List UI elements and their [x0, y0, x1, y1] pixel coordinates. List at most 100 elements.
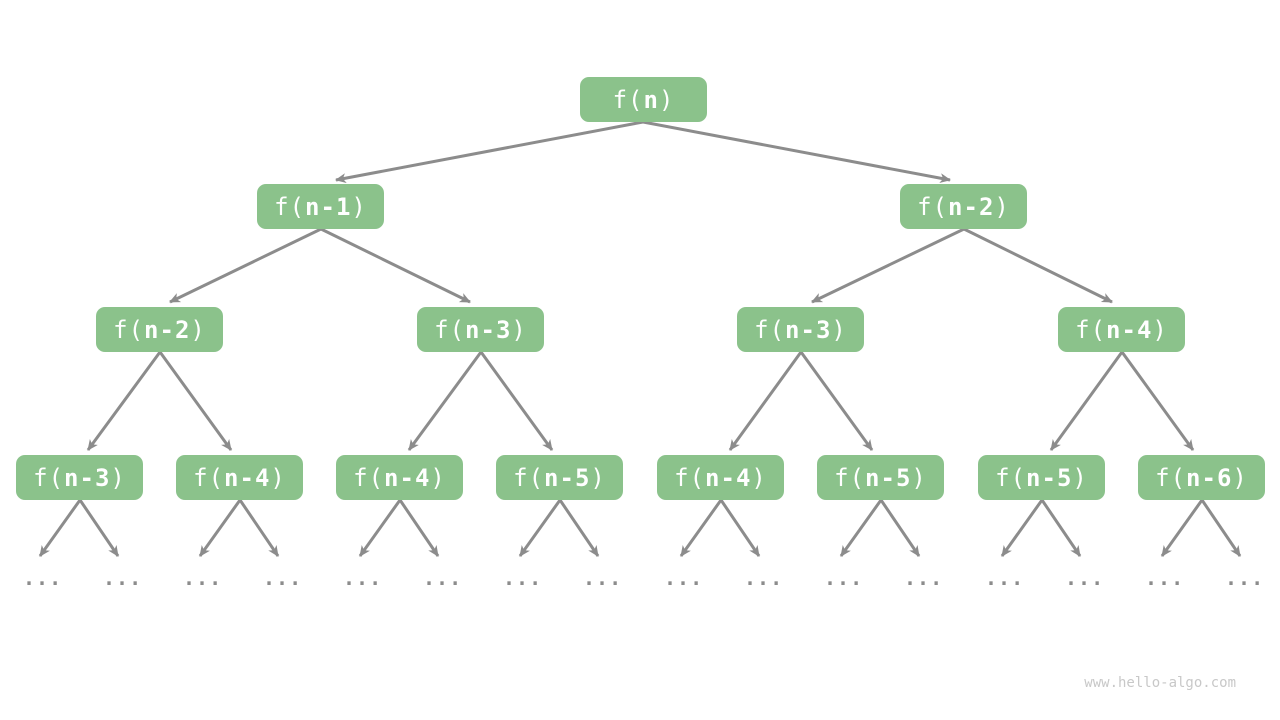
node-label-post: ): [511, 315, 527, 344]
edge-arrow: [963, 227, 1113, 304]
edge-arrow: [558, 499, 600, 557]
node-label-post: ): [1232, 463, 1248, 492]
node-label-post: ): [190, 315, 206, 344]
edge-arrow: [358, 499, 402, 557]
edge-arrow: [78, 499, 120, 557]
tree-node-l3-3: f(n-5): [496, 455, 623, 500]
tree-node-l2-2: f(n-3): [737, 307, 864, 352]
node-label-arg: n-4: [1106, 315, 1153, 344]
leaf-ellipsis: ...: [1225, 566, 1265, 590]
edge-arrow: [320, 227, 471, 304]
node-label-post: ): [911, 463, 927, 492]
node-label-post: ): [590, 463, 606, 492]
leaf-ellipsis: ...: [423, 566, 463, 590]
edge-arrow: [198, 499, 242, 557]
edge-arrow: [518, 499, 562, 557]
edge-arrow: [1200, 499, 1242, 557]
edge-arrow: [879, 499, 921, 557]
node-label-post: ): [430, 463, 446, 492]
node-label-pre: f(: [33, 463, 65, 492]
node-label-arg: n: [643, 85, 659, 114]
node-label-pre: f(: [1075, 315, 1107, 344]
node-label-pre: f(: [353, 463, 385, 492]
node-label-pre: f(: [274, 192, 306, 221]
node-label-arg: n-2: [948, 192, 995, 221]
node-label-arg: n-3: [785, 315, 832, 344]
leaf-ellipsis: ...: [583, 566, 623, 590]
leaf-ellipsis: ...: [263, 566, 303, 590]
edge-arrow: [1000, 499, 1044, 557]
edge-arrow: [719, 499, 761, 557]
node-label-post: ): [1152, 315, 1168, 344]
node-label-pre: f(: [113, 315, 145, 344]
node-label-arg: n-4: [705, 463, 752, 492]
node-label-pre: f(: [834, 463, 866, 492]
edge-arrow: [238, 499, 280, 557]
edge-arrow: [1160, 499, 1204, 557]
leaf-ellipsis: ...: [103, 566, 143, 590]
node-label-post: ): [831, 315, 847, 344]
tree-node-l3-5: f(n-5): [817, 455, 944, 500]
tree-node-l3-7: f(n-6): [1138, 455, 1265, 500]
node-label-post: ): [110, 463, 126, 492]
edge-arrow: [479, 351, 554, 451]
edge-arrow: [335, 120, 644, 184]
leaf-ellipsis: ...: [664, 566, 704, 590]
edge-arrow: [728, 351, 803, 451]
node-label-arg: n-5: [544, 463, 591, 492]
node-label-post: ): [1072, 463, 1088, 492]
tree-node-root: f(n): [580, 77, 707, 122]
node-label-post: ): [994, 192, 1010, 221]
edge-arrow: [158, 351, 233, 451]
node-label-pre: f(: [1155, 463, 1187, 492]
tree-node-l3-2: f(n-4): [336, 455, 463, 500]
edge-arrow: [839, 499, 883, 557]
tree-node-l3-6: f(n-5): [978, 455, 1105, 500]
edge-arrow: [1049, 351, 1124, 451]
leaf-ellipsis: ...: [744, 566, 784, 590]
tree-node-l3-0: f(n-3): [16, 455, 143, 500]
tree-node-l2-3: f(n-4): [1058, 307, 1185, 352]
leaf-ellipsis: ...: [503, 566, 543, 590]
leaf-ellipsis: ...: [985, 566, 1025, 590]
edge-arrow: [642, 120, 951, 184]
node-label-post: ): [658, 85, 675, 114]
tree-node-l1-0: f(n-1): [257, 184, 384, 229]
node-label-arg: n-5: [1026, 463, 1073, 492]
edge-arrow: [398, 499, 440, 557]
edge-arrow: [811, 227, 965, 304]
node-label-pre: f(: [513, 463, 545, 492]
node-label-arg: n-1: [305, 192, 352, 221]
node-label-pre: f(: [917, 192, 949, 221]
leaf-ellipsis: ...: [1065, 566, 1105, 590]
node-label-pre: f(: [612, 85, 644, 114]
watermark: www.hello-algo.com: [1084, 675, 1236, 691]
node-label-arg: n-4: [384, 463, 431, 492]
node-label-pre: f(: [995, 463, 1027, 492]
node-label-arg: n-3: [64, 463, 111, 492]
leaf-ellipsis: ...: [824, 566, 864, 590]
leaf-ellipsis: ...: [23, 566, 63, 590]
edge-arrow: [169, 227, 322, 304]
tree-node-l2-1: f(n-3): [417, 307, 544, 352]
node-label-pre: f(: [193, 463, 225, 492]
node-label-pre: f(: [754, 315, 786, 344]
tree-node-l1-1: f(n-2): [900, 184, 1027, 229]
edge-arrow: [86, 351, 162, 451]
node-label-arg: n-3: [465, 315, 512, 344]
node-label-post: ): [751, 463, 767, 492]
tree-node-l3-4: f(n-4): [657, 455, 784, 500]
leaf-ellipsis: ...: [1145, 566, 1185, 590]
edge-arrow: [679, 499, 723, 557]
edge-arrow: [1040, 499, 1082, 557]
node-label-post: ): [270, 463, 286, 492]
leaf-ellipsis: ...: [343, 566, 383, 590]
edge-arrow: [407, 351, 483, 451]
node-label-pre: f(: [674, 463, 706, 492]
node-label-arg: n-2: [144, 315, 191, 344]
node-label-post: ): [351, 192, 367, 221]
tree-node-l3-1: f(n-4): [176, 455, 303, 500]
edge-arrow: [1120, 351, 1195, 451]
